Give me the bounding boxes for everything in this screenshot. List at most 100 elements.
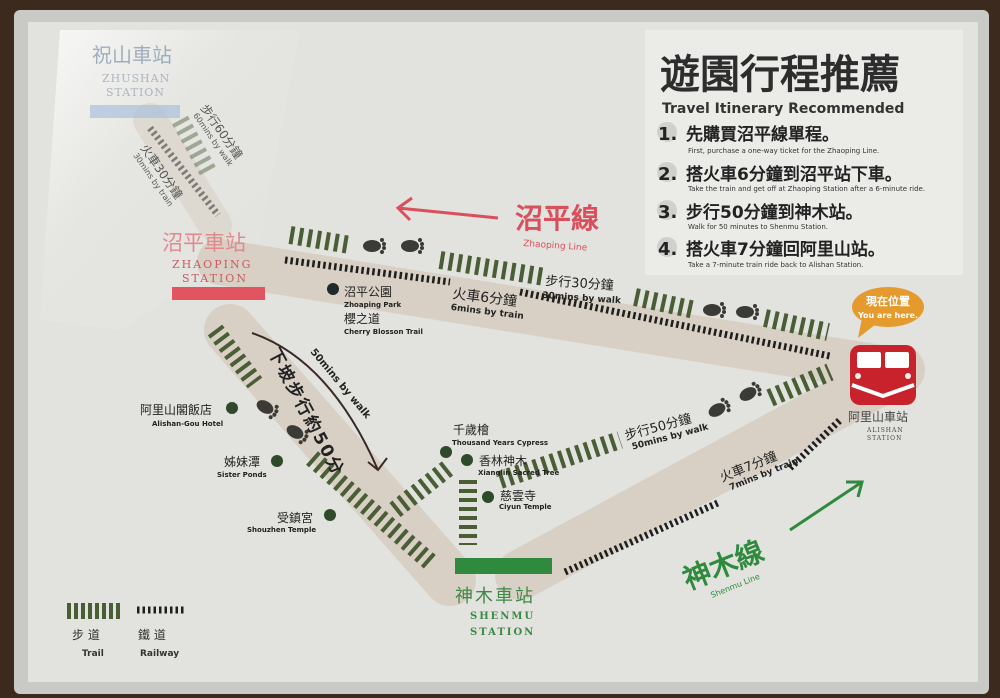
svg-text:Cherry Blosson Trail: Cherry Blosson Trail <box>344 328 423 336</box>
step-text-en: Take a 7-minute train ride back to Alish… <box>687 261 863 269</box>
svg-text:現在位置: 現在位置 <box>866 294 910 308</box>
station-name-en: STATION <box>106 86 165 99</box>
svg-text:Xianglin Sacred Tree: Xianglin Sacred Tree <box>478 469 560 477</box>
trail-zhaoping-1 <box>288 226 352 254</box>
curved-arrow-icon <box>251 332 388 472</box>
station-name-zh: 神木車站 <box>455 586 535 607</box>
trail-zhaoping-4 <box>763 309 830 341</box>
arrow-up-right-icon <box>789 480 864 532</box>
trail-shenmu-3 <box>766 363 834 407</box>
station-name-en: ZHAOPING <box>172 258 252 271</box>
station-name-en: SHENMU <box>470 611 535 622</box>
step-text-en: First, purchase a one-way ticket for the… <box>688 147 879 155</box>
legend-railway-label: 鐵 道 <box>138 627 166 642</box>
station-zhushan: 祝山車站 ZHUSHAN STATION <box>90 43 180 118</box>
trail-downhill-1 <box>207 324 263 389</box>
poi-dot <box>440 446 452 458</box>
station-name-en: STATION <box>867 435 902 442</box>
poi-dot <box>226 402 238 414</box>
step-number: 3. <box>658 202 677 223</box>
poi-cherry-blossom-trail[interactable]: 櫻之道 Cherry Blosson Trail <box>344 311 423 336</box>
trail-zhushan <box>172 115 218 180</box>
poi-dot <box>482 491 494 503</box>
svg-text:沼平線: 沼平線 <box>515 202 599 235</box>
railways <box>147 125 843 576</box>
road-zhaoping-alishan <box>197 239 903 391</box>
poi-zhaoping-park[interactable]: 沼平公園 Zhoaping Park <box>327 283 402 309</box>
svg-text:姊妹潭: 姊妹潭 <box>224 455 260 469</box>
station-name-en: ZHUSHAN <box>102 72 170 85</box>
itinerary-panel: 遊園行程推薦 Travel Itinerary Recommended 1. 先… <box>645 30 963 275</box>
poi-thousand-years-cypress[interactable]: 千歲檜 Thousand Years Cypress <box>440 422 548 458</box>
poi-dot <box>461 454 473 466</box>
svg-text:Alishan-Gou Hotel: Alishan-Gou Hotel <box>152 420 223 428</box>
svg-text:千歲檜: 千歲檜 <box>453 422 489 437</box>
step-text-zh: 先購買沼平線單程。 <box>686 124 839 145</box>
arrow-left-icon <box>395 196 499 222</box>
step-text-zh: 搭火車6分鐘到沼平站下車。 <box>686 164 902 185</box>
poi-dot <box>327 283 339 295</box>
itinerary-title: 遊園行程推薦 <box>660 52 900 98</box>
svg-text:Zhoaping Park: Zhoaping Park <box>344 301 402 309</box>
railway-zhushan <box>147 125 221 218</box>
station-name-en: STATION <box>182 272 248 285</box>
step-text-en: Walk for 50 minutes to Shenmu Station. <box>688 223 828 231</box>
station-name-en: STATION <box>470 627 535 638</box>
svg-text:Ciyun Temple: Ciyun Temple <box>499 503 552 511</box>
svg-text:步行30分鐘: 步行30分鐘 <box>545 273 614 294</box>
station-name-zh: 沼平車站 <box>162 231 246 255</box>
svg-text:Thousand Years Cypress: Thousand Years Cypress <box>452 439 548 447</box>
station-zhaoping: 沼平車站 ZHAOPING STATION <box>162 231 265 300</box>
poi-shouzhen-temple[interactable]: 受鎮宮 Shouzhen Temple <box>247 509 336 534</box>
itinerary-step-1: 1. 先購買沼平線單程。 First, purchase a one-way t… <box>657 122 879 155</box>
svg-text:阿里山閣飯店: 阿里山閣飯店 <box>140 402 212 417</box>
itinerary-step-4: 4. 搭火車7分鐘回阿里山站。 Take a 7-minute train ri… <box>657 237 885 269</box>
railway-zhaoping-alishan <box>284 256 831 360</box>
road-alishan-shenmu <box>495 345 925 600</box>
station-name-zh: 阿里山車站 <box>848 410 908 424</box>
poi-xianglin-sacred-tree[interactable]: 香林神木 Xianglin Sacred Tree <box>461 454 560 477</box>
step-text-en: Take the train and get off at Zhaoping S… <box>687 185 925 193</box>
poi-dot <box>324 509 336 521</box>
trails <box>172 115 834 569</box>
railway-shenmu-alishan <box>563 417 843 576</box>
step-number: 4. <box>658 239 677 260</box>
station-bar <box>455 558 552 574</box>
itinerary-subtitle: Travel Itinerary Recommended <box>662 101 904 117</box>
poi-sister-ponds[interactable]: 姊妹潭 Sister Ponds <box>217 455 283 479</box>
svg-text:香林神木: 香林神木 <box>479 454 527 468</box>
legend-trail-label: 步 道 <box>72 628 100 642</box>
svg-text:Sister Ponds: Sister Ponds <box>217 471 267 479</box>
station-bar <box>90 105 180 118</box>
svg-text:櫻之道: 櫻之道 <box>344 311 380 326</box>
train-icon <box>850 345 916 405</box>
itinerary-step-3: 3. 步行50分鐘到神木站。 Walk for 50 minutes to Sh… <box>657 200 863 231</box>
poi-ciyun-temple[interactable]: 慈雲寺 Ciyun Temple <box>482 488 552 511</box>
step-text-zh: 搭火車7分鐘回阿里山站。 <box>686 239 885 260</box>
station-bar <box>172 287 265 300</box>
station-name-en: ALISHAN <box>866 427 904 434</box>
map-legend: 步 道 Trail 鐵 道 Railway <box>67 603 185 659</box>
station-alishan: 阿里山車站 ALISHAN STATION <box>848 410 908 442</box>
poi-alishan-gou-hotel[interactable]: 阿里山閣飯店 Alishan-Gou Hotel <box>140 402 238 428</box>
svg-text:受鎮宮: 受鎮宮 <box>277 510 313 525</box>
step-text-zh: 步行50分鐘到神木站。 <box>686 202 863 223</box>
step-number: 2. <box>658 164 677 185</box>
you-are-here-bubble: 現在位置 You are here. <box>852 287 924 338</box>
trail-cypress <box>389 460 454 518</box>
itinerary-step-2: 2. 搭火車6分鐘到沼平站下車。 Take the train and get … <box>657 162 925 193</box>
legend-railway-label-en: Railway <box>140 649 179 659</box>
station-shenmu: 神木車站 SHENMU STATION <box>455 558 552 638</box>
trail-zhaoping-3 <box>633 288 697 319</box>
svg-text:慈雲寺: 慈雲寺 <box>500 488 536 503</box>
legend-trail-label-en: Trail <box>82 649 104 659</box>
route-label-zhaoping-walk: 步行30分鐘 30mins by walk <box>542 273 622 306</box>
poi-dot <box>271 455 283 467</box>
svg-text:沼平公園: 沼平公園 <box>344 285 392 299</box>
trail-shenmu-2 <box>497 431 623 489</box>
station-name-zh: 祝山車站 <box>92 43 172 67</box>
svg-text:You are here.: You are here. <box>857 311 918 320</box>
svg-text:Shouzhen Temple: Shouzhen Temple <box>247 526 316 534</box>
step-number: 1. <box>658 124 677 145</box>
